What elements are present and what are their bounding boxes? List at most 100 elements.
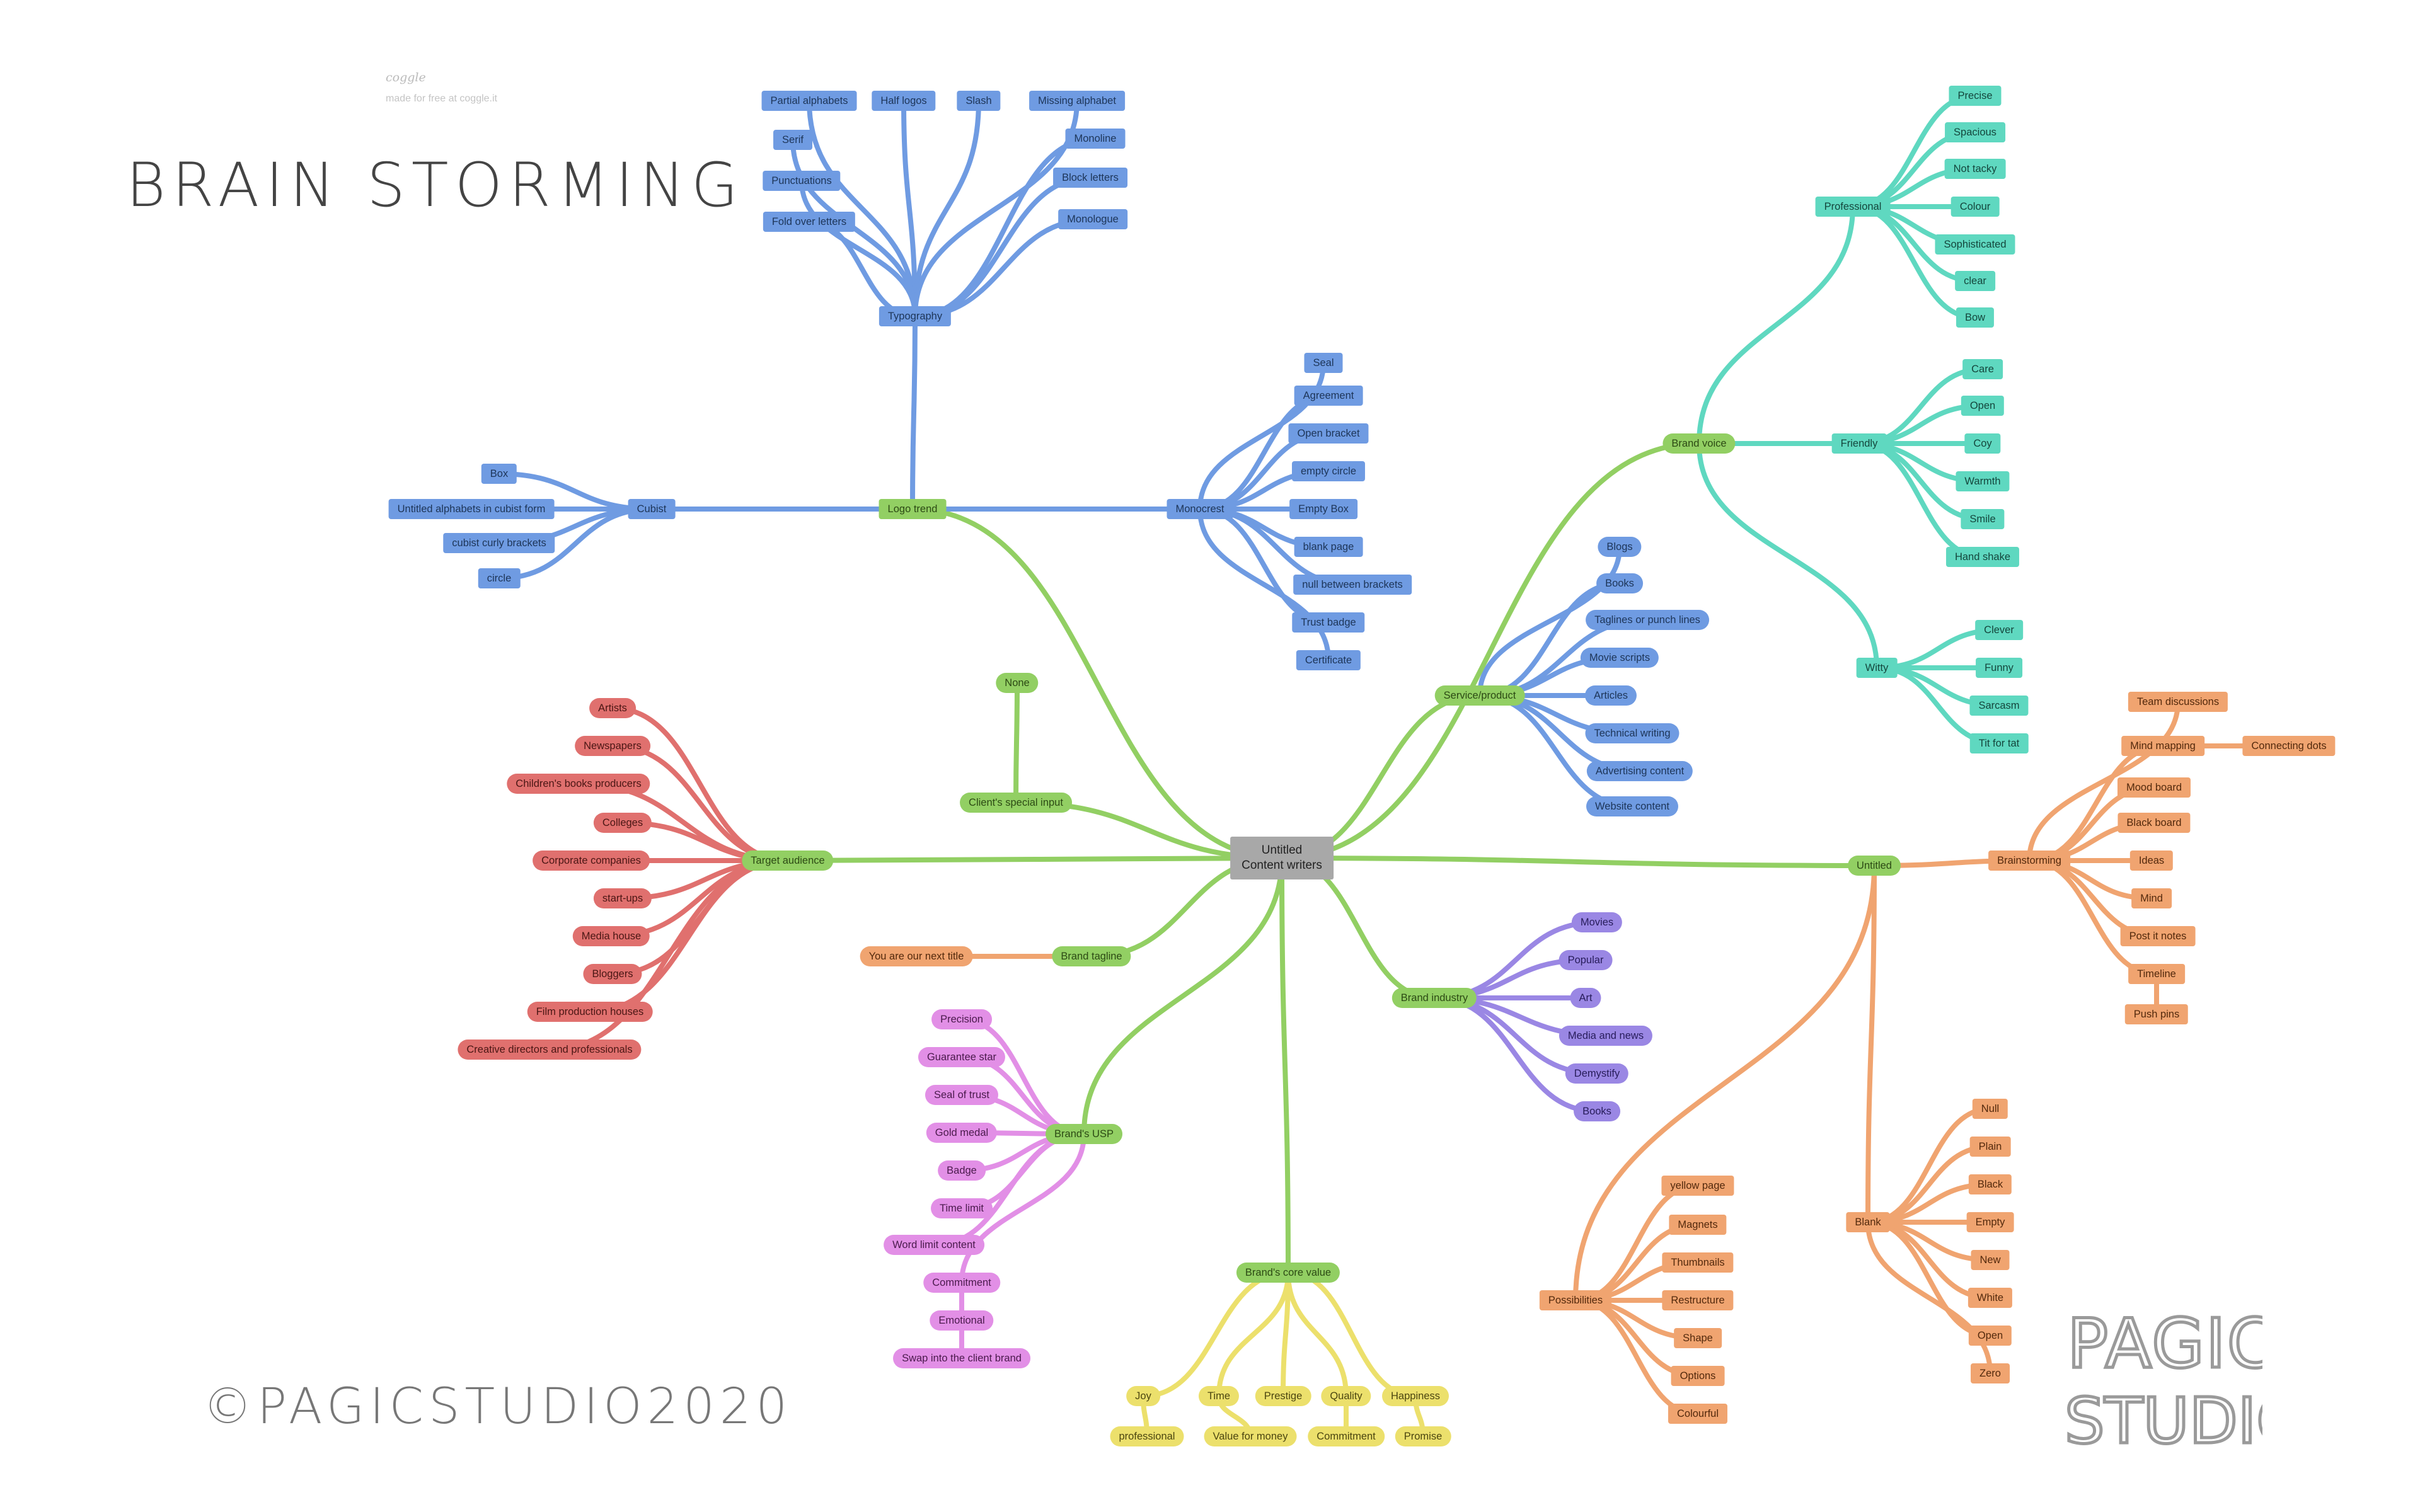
node-cubist[interactable]: Cubist bbox=[628, 499, 676, 519]
node-cv-time[interactable]: Time bbox=[1198, 1386, 1240, 1406]
node-bl-new[interactable]: New bbox=[1971, 1250, 2010, 1270]
node-m-seal[interactable]: Seal bbox=[1304, 353, 1343, 373]
node-f-smile[interactable]: Smile bbox=[1961, 509, 2005, 529]
node-cv-promise[interactable]: Promise bbox=[1395, 1426, 1451, 1446]
node-po-magnets[interactable]: Magnets bbox=[1669, 1215, 1727, 1235]
node-bl-null[interactable]: Null bbox=[1972, 1099, 2008, 1119]
node-cv-prof[interactable]: professional bbox=[1110, 1426, 1184, 1446]
node-p-colour[interactable]: Colour bbox=[1950, 197, 2000, 217]
node-p-soph[interactable]: Sophisticated bbox=[1935, 234, 2015, 255]
node-possibilities[interactable]: Possibilities bbox=[1539, 1290, 1612, 1310]
node-a-creative[interactable]: Creative directors and professionals bbox=[458, 1040, 642, 1060]
node-p-spacious[interactable]: Spacious bbox=[1945, 122, 2005, 142]
node-p-precise[interactable]: Precise bbox=[1949, 86, 2002, 106]
node-m-cert[interactable]: Certificate bbox=[1296, 650, 1361, 670]
node-m-open[interactable]: Open bracket bbox=[1288, 423, 1369, 444]
node-i-demystify[interactable]: Demystify bbox=[1565, 1063, 1629, 1084]
node-b-mind2[interactable]: Mind bbox=[2131, 888, 2172, 908]
node-m-agree[interactable]: Agreement bbox=[1294, 386, 1363, 406]
node-u-commit[interactable]: Commitment bbox=[923, 1273, 1000, 1293]
node-core[interactable]: Brand's core value bbox=[1236, 1263, 1340, 1283]
node-professional[interactable]: Professional bbox=[1815, 197, 1891, 217]
node-brainstorming[interactable]: Brainstorming bbox=[1988, 850, 2070, 871]
node-u-guarantee[interactable]: Guarantee star bbox=[918, 1047, 1006, 1067]
node-a-media[interactable]: Media house bbox=[572, 926, 650, 946]
node-bl-black[interactable]: Black bbox=[1968, 1174, 2012, 1194]
node-s-web[interactable]: Website content bbox=[1586, 796, 1679, 816]
node-b-mood[interactable]: Mood board bbox=[2117, 777, 2191, 798]
node-bl-white[interactable]: White bbox=[1968, 1288, 2013, 1308]
node-t-punct[interactable]: Punctuations bbox=[763, 171, 841, 191]
node-m-null[interactable]: null between brackets bbox=[1293, 575, 1412, 595]
node-s-movie[interactable]: Movie scripts bbox=[1580, 648, 1659, 668]
node-cv-commit[interactable]: Commitment bbox=[1308, 1426, 1385, 1446]
node-tag-next[interactable]: You are our next title bbox=[860, 946, 973, 966]
node-c-box[interactable]: Box bbox=[481, 464, 517, 484]
node-a-artists[interactable]: Artists bbox=[589, 698, 636, 718]
node-voice[interactable]: Brand voice bbox=[1662, 433, 1736, 454]
node-m-trust[interactable]: Trust badge bbox=[1292, 612, 1365, 633]
node-cv-quality[interactable]: Quality bbox=[1321, 1386, 1371, 1406]
node-f-open[interactable]: Open bbox=[1961, 396, 2005, 416]
node-cv-happy[interactable]: Happiness bbox=[1382, 1386, 1449, 1406]
node-b-team[interactable]: Team discussions bbox=[2128, 692, 2228, 712]
node-a-corp[interactable]: Corporate companies bbox=[533, 850, 650, 871]
node-usp[interactable]: Brand's USP bbox=[1046, 1124, 1122, 1144]
node-c-untitled[interactable]: Untitled alphabets in cubist form bbox=[388, 499, 555, 519]
node-cv-joy[interactable]: Joy bbox=[1126, 1386, 1160, 1406]
node-bl-open[interactable]: Open bbox=[1968, 1326, 2012, 1346]
node-f-care[interactable]: Care bbox=[1962, 359, 2003, 379]
node-w-clever[interactable]: Clever bbox=[1975, 620, 2023, 640]
node-a-news[interactable]: Newspapers bbox=[575, 736, 650, 756]
node-witty[interactable]: Witty bbox=[1856, 658, 1898, 678]
node-m-blank[interactable]: blank page bbox=[1294, 537, 1363, 557]
node-u-emotional[interactable]: Emotional bbox=[930, 1310, 994, 1331]
node-blank[interactable]: Blank bbox=[1846, 1212, 1890, 1232]
coggle-logo[interactable]: coggle bbox=[386, 71, 426, 84]
node-t-half[interactable]: Half logos bbox=[872, 91, 936, 111]
node-u-precision[interactable]: Precision bbox=[931, 1009, 992, 1029]
node-none[interactable]: None bbox=[996, 673, 1039, 693]
node-po-shape[interactable]: Shape bbox=[1674, 1328, 1722, 1348]
node-monocrest[interactable]: Monocrest bbox=[1167, 499, 1233, 519]
node-u-seal[interactable]: Seal of trust bbox=[925, 1085, 999, 1105]
node-u-badge[interactable]: Badge bbox=[938, 1160, 986, 1181]
node-p-tacky[interactable]: Not tacky bbox=[1944, 159, 2006, 179]
node-industry[interactable]: Brand industry bbox=[1392, 988, 1477, 1008]
node-u-swap[interactable]: Swap into the client brand bbox=[893, 1348, 1030, 1368]
node-b-dots[interactable]: Connecting dots bbox=[2242, 736, 2336, 756]
node-i-art[interactable]: Art bbox=[1570, 988, 1601, 1008]
node-b-push[interactable]: Push pins bbox=[2124, 1004, 2189, 1024]
node-f-coy[interactable]: Coy bbox=[1964, 433, 2001, 454]
node-a-child[interactable]: Children's books producers bbox=[507, 774, 650, 794]
node-tagline[interactable]: Brand tagline bbox=[1052, 946, 1131, 966]
node-p-clear[interactable]: clear bbox=[1955, 271, 1995, 291]
node-u-gold[interactable]: Gold medal bbox=[926, 1123, 998, 1143]
node-t-fold[interactable]: Fold over letters bbox=[763, 212, 856, 232]
node-cv-prestige[interactable]: Prestige bbox=[1255, 1386, 1311, 1406]
node-bl-zero[interactable]: Zero bbox=[1971, 1363, 2010, 1383]
node-b-ideas[interactable]: Ideas bbox=[2129, 850, 2174, 871]
node-a-bloggers[interactable]: Bloggers bbox=[583, 964, 642, 984]
node-s-articles[interactable]: Articles bbox=[1584, 685, 1637, 706]
node-i-books[interactable]: Books bbox=[1574, 1101, 1620, 1121]
node-t-slash[interactable]: Slash bbox=[957, 91, 1001, 111]
node-w-funny[interactable]: Funny bbox=[1976, 658, 2022, 678]
node-i-media[interactable]: Media and news bbox=[1559, 1026, 1653, 1046]
node-s-books[interactable]: Books bbox=[1596, 573, 1643, 593]
node-p-bow[interactable]: Bow bbox=[1956, 307, 1995, 328]
node-a-startups[interactable]: start-ups bbox=[593, 888, 652, 908]
node-b-timeline[interactable]: Timeline bbox=[2128, 964, 2185, 984]
node-friendly[interactable]: Friendly bbox=[1831, 433, 1887, 454]
node-b-black[interactable]: Black board bbox=[2118, 813, 2191, 833]
node-a-colleges[interactable]: Colleges bbox=[593, 813, 652, 833]
node-s-blogs[interactable]: Blogs bbox=[1598, 537, 1642, 557]
node-typography[interactable]: Typography bbox=[879, 306, 952, 326]
node-cv-money[interactable]: Value for money bbox=[1204, 1426, 1297, 1446]
node-service[interactable]: Service/product bbox=[1434, 685, 1525, 706]
node-po-colourful[interactable]: Colourful bbox=[1668, 1404, 1728, 1424]
node-t-block[interactable]: Block letters bbox=[1053, 168, 1127, 188]
node-t-missing[interactable]: Missing alphabet bbox=[1029, 91, 1125, 111]
node-po-thumb[interactable]: Thumbnails bbox=[1662, 1252, 1734, 1273]
node-t-partial[interactable]: Partial alphabets bbox=[761, 91, 857, 111]
